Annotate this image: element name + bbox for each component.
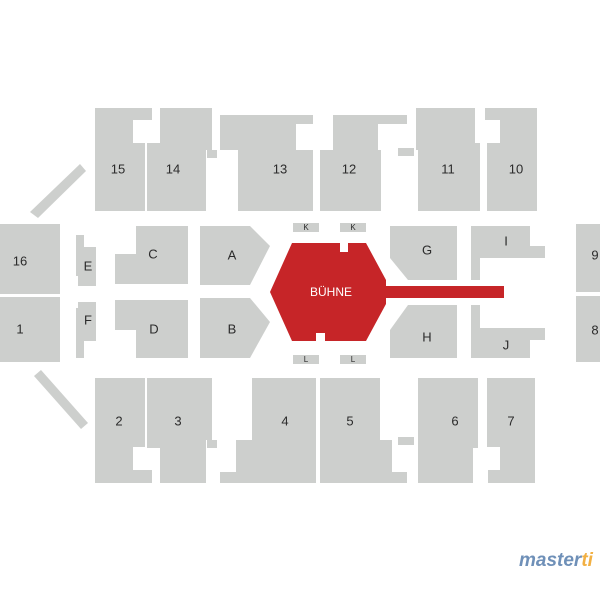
block-3-connector[interactable]	[207, 440, 217, 448]
block-J[interactable]	[471, 305, 545, 358]
block-L-right[interactable]	[340, 355, 366, 364]
block-13-connector[interactable]	[222, 124, 236, 134]
block-9[interactable]	[576, 224, 600, 292]
block-15[interactable]	[95, 108, 152, 211]
block-5[interactable]	[320, 378, 407, 483]
logo-part-master: master	[519, 550, 582, 571]
block-12-connector[interactable]	[398, 148, 414, 156]
block-F[interactable]	[76, 302, 96, 358]
block-14[interactable]	[147, 108, 212, 211]
block-1[interactable]	[0, 297, 60, 362]
block-L-left[interactable]	[293, 355, 319, 364]
block-K-left[interactable]	[293, 223, 319, 232]
block-2[interactable]	[95, 378, 152, 483]
block-6[interactable]	[418, 378, 478, 483]
corner-strip-bottom-left[interactable]	[34, 370, 88, 429]
block-8[interactable]	[576, 296, 600, 362]
block-3[interactable]	[147, 378, 212, 483]
block-I[interactable]	[471, 226, 545, 280]
block-10[interactable]	[485, 108, 537, 211]
block-K-right[interactable]	[340, 223, 366, 232]
block-C[interactable]	[115, 226, 188, 284]
block-E[interactable]	[76, 235, 96, 286]
block-B[interactable]	[200, 298, 270, 358]
block-A[interactable]	[200, 226, 270, 285]
block-G[interactable]	[390, 226, 457, 280]
block-4[interactable]	[220, 378, 316, 483]
corner-strip-top-left[interactable]	[30, 164, 86, 218]
mastertickets-logo: masterti	[519, 550, 593, 572]
block-7[interactable]	[487, 378, 535, 483]
block-14-connector[interactable]	[207, 150, 217, 158]
block-H[interactable]	[390, 305, 457, 358]
stage[interactable]	[270, 243, 504, 341]
logo-part-ti: ti	[581, 550, 593, 571]
block-D[interactable]	[115, 300, 188, 358]
block-12[interactable]	[320, 115, 407, 211]
block-13[interactable]	[220, 115, 313, 211]
block-5-connector[interactable]	[398, 437, 414, 445]
block-11[interactable]	[416, 108, 480, 211]
block-16[interactable]	[0, 224, 60, 294]
